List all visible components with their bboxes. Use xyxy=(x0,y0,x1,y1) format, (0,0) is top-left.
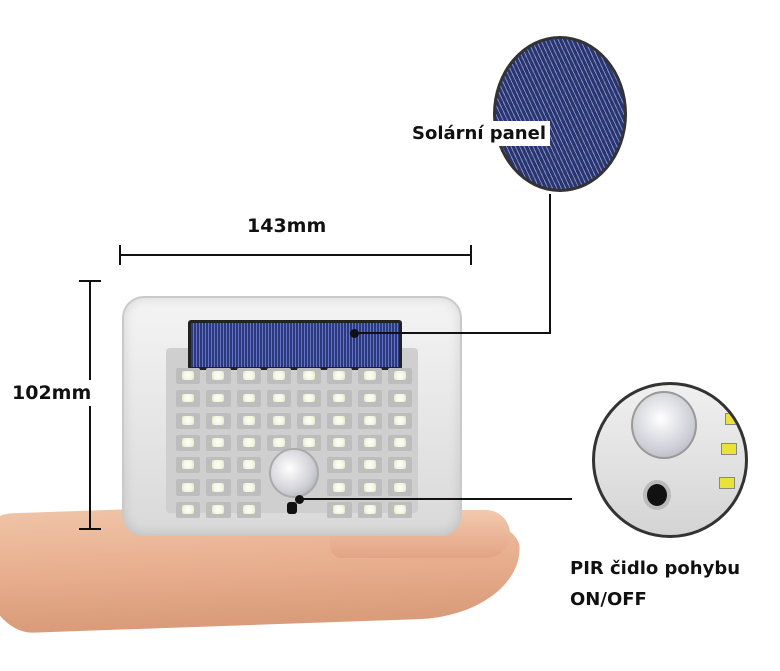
led xyxy=(387,368,412,385)
height-dimension-label: 102mm xyxy=(12,380,92,406)
width-dimension-line xyxy=(120,254,472,256)
led xyxy=(387,434,412,452)
led xyxy=(206,368,231,385)
led xyxy=(297,412,322,429)
led xyxy=(357,368,382,385)
led xyxy=(176,390,201,407)
led xyxy=(357,434,382,452)
led xyxy=(297,390,322,407)
led xyxy=(176,479,201,496)
led-closeup xyxy=(721,443,737,455)
led xyxy=(206,479,231,496)
solar-light-device xyxy=(122,296,462,536)
width-dimension-label: 143mm xyxy=(247,215,327,237)
pir-sensor-zoom-circle xyxy=(592,382,748,538)
led xyxy=(327,457,352,474)
led xyxy=(176,412,201,429)
solar-callout-line-horizontal xyxy=(354,332,550,334)
led xyxy=(297,368,322,385)
led xyxy=(327,479,352,496)
led xyxy=(297,434,322,452)
led xyxy=(387,412,412,429)
solar-panel-label: Solární panel xyxy=(408,121,550,146)
height-dimension-tick-bottom xyxy=(79,528,101,530)
led xyxy=(206,412,231,429)
led-closeup xyxy=(725,413,741,425)
led xyxy=(357,457,382,474)
led xyxy=(176,434,201,452)
led xyxy=(357,390,382,407)
pir-sensor-lens xyxy=(269,448,319,498)
led xyxy=(357,501,382,518)
led xyxy=(236,412,261,429)
led xyxy=(327,434,352,452)
led xyxy=(236,368,261,385)
led xyxy=(236,501,261,518)
led-closeup xyxy=(719,477,735,489)
on-off-label: ON/OFF xyxy=(570,589,647,610)
led xyxy=(176,368,201,385)
led xyxy=(387,457,412,474)
pir-callout-line xyxy=(299,498,572,500)
led xyxy=(266,368,291,385)
led xyxy=(206,390,231,407)
led xyxy=(206,434,231,452)
led xyxy=(206,501,231,518)
led xyxy=(357,479,382,496)
led xyxy=(236,457,261,474)
led xyxy=(176,457,201,474)
led xyxy=(266,412,291,429)
height-dimension-tick-top xyxy=(79,280,101,282)
led xyxy=(327,501,352,518)
led xyxy=(387,479,412,496)
led xyxy=(327,390,352,407)
solar-callout-line-vertical xyxy=(549,194,551,334)
width-dimension-tick-right xyxy=(470,245,472,265)
led xyxy=(387,501,412,518)
solar-panel xyxy=(188,320,402,370)
led xyxy=(236,479,261,496)
led xyxy=(236,390,261,407)
solar-panel-zoom-circle xyxy=(493,36,627,192)
pir-sensor-label: PIR čidlo pohybu xyxy=(570,558,741,579)
led xyxy=(266,434,291,452)
led xyxy=(236,434,261,452)
on-off-switch xyxy=(287,502,297,514)
led xyxy=(357,412,382,429)
led xyxy=(327,368,352,385)
led xyxy=(387,390,412,407)
led xyxy=(327,412,352,429)
led xyxy=(266,390,291,407)
switch-closeup xyxy=(643,480,671,510)
led-array xyxy=(176,368,412,518)
pir-lens-closeup xyxy=(631,391,697,459)
led xyxy=(176,501,201,518)
width-dimension-tick-left xyxy=(119,245,121,265)
led xyxy=(206,457,231,474)
